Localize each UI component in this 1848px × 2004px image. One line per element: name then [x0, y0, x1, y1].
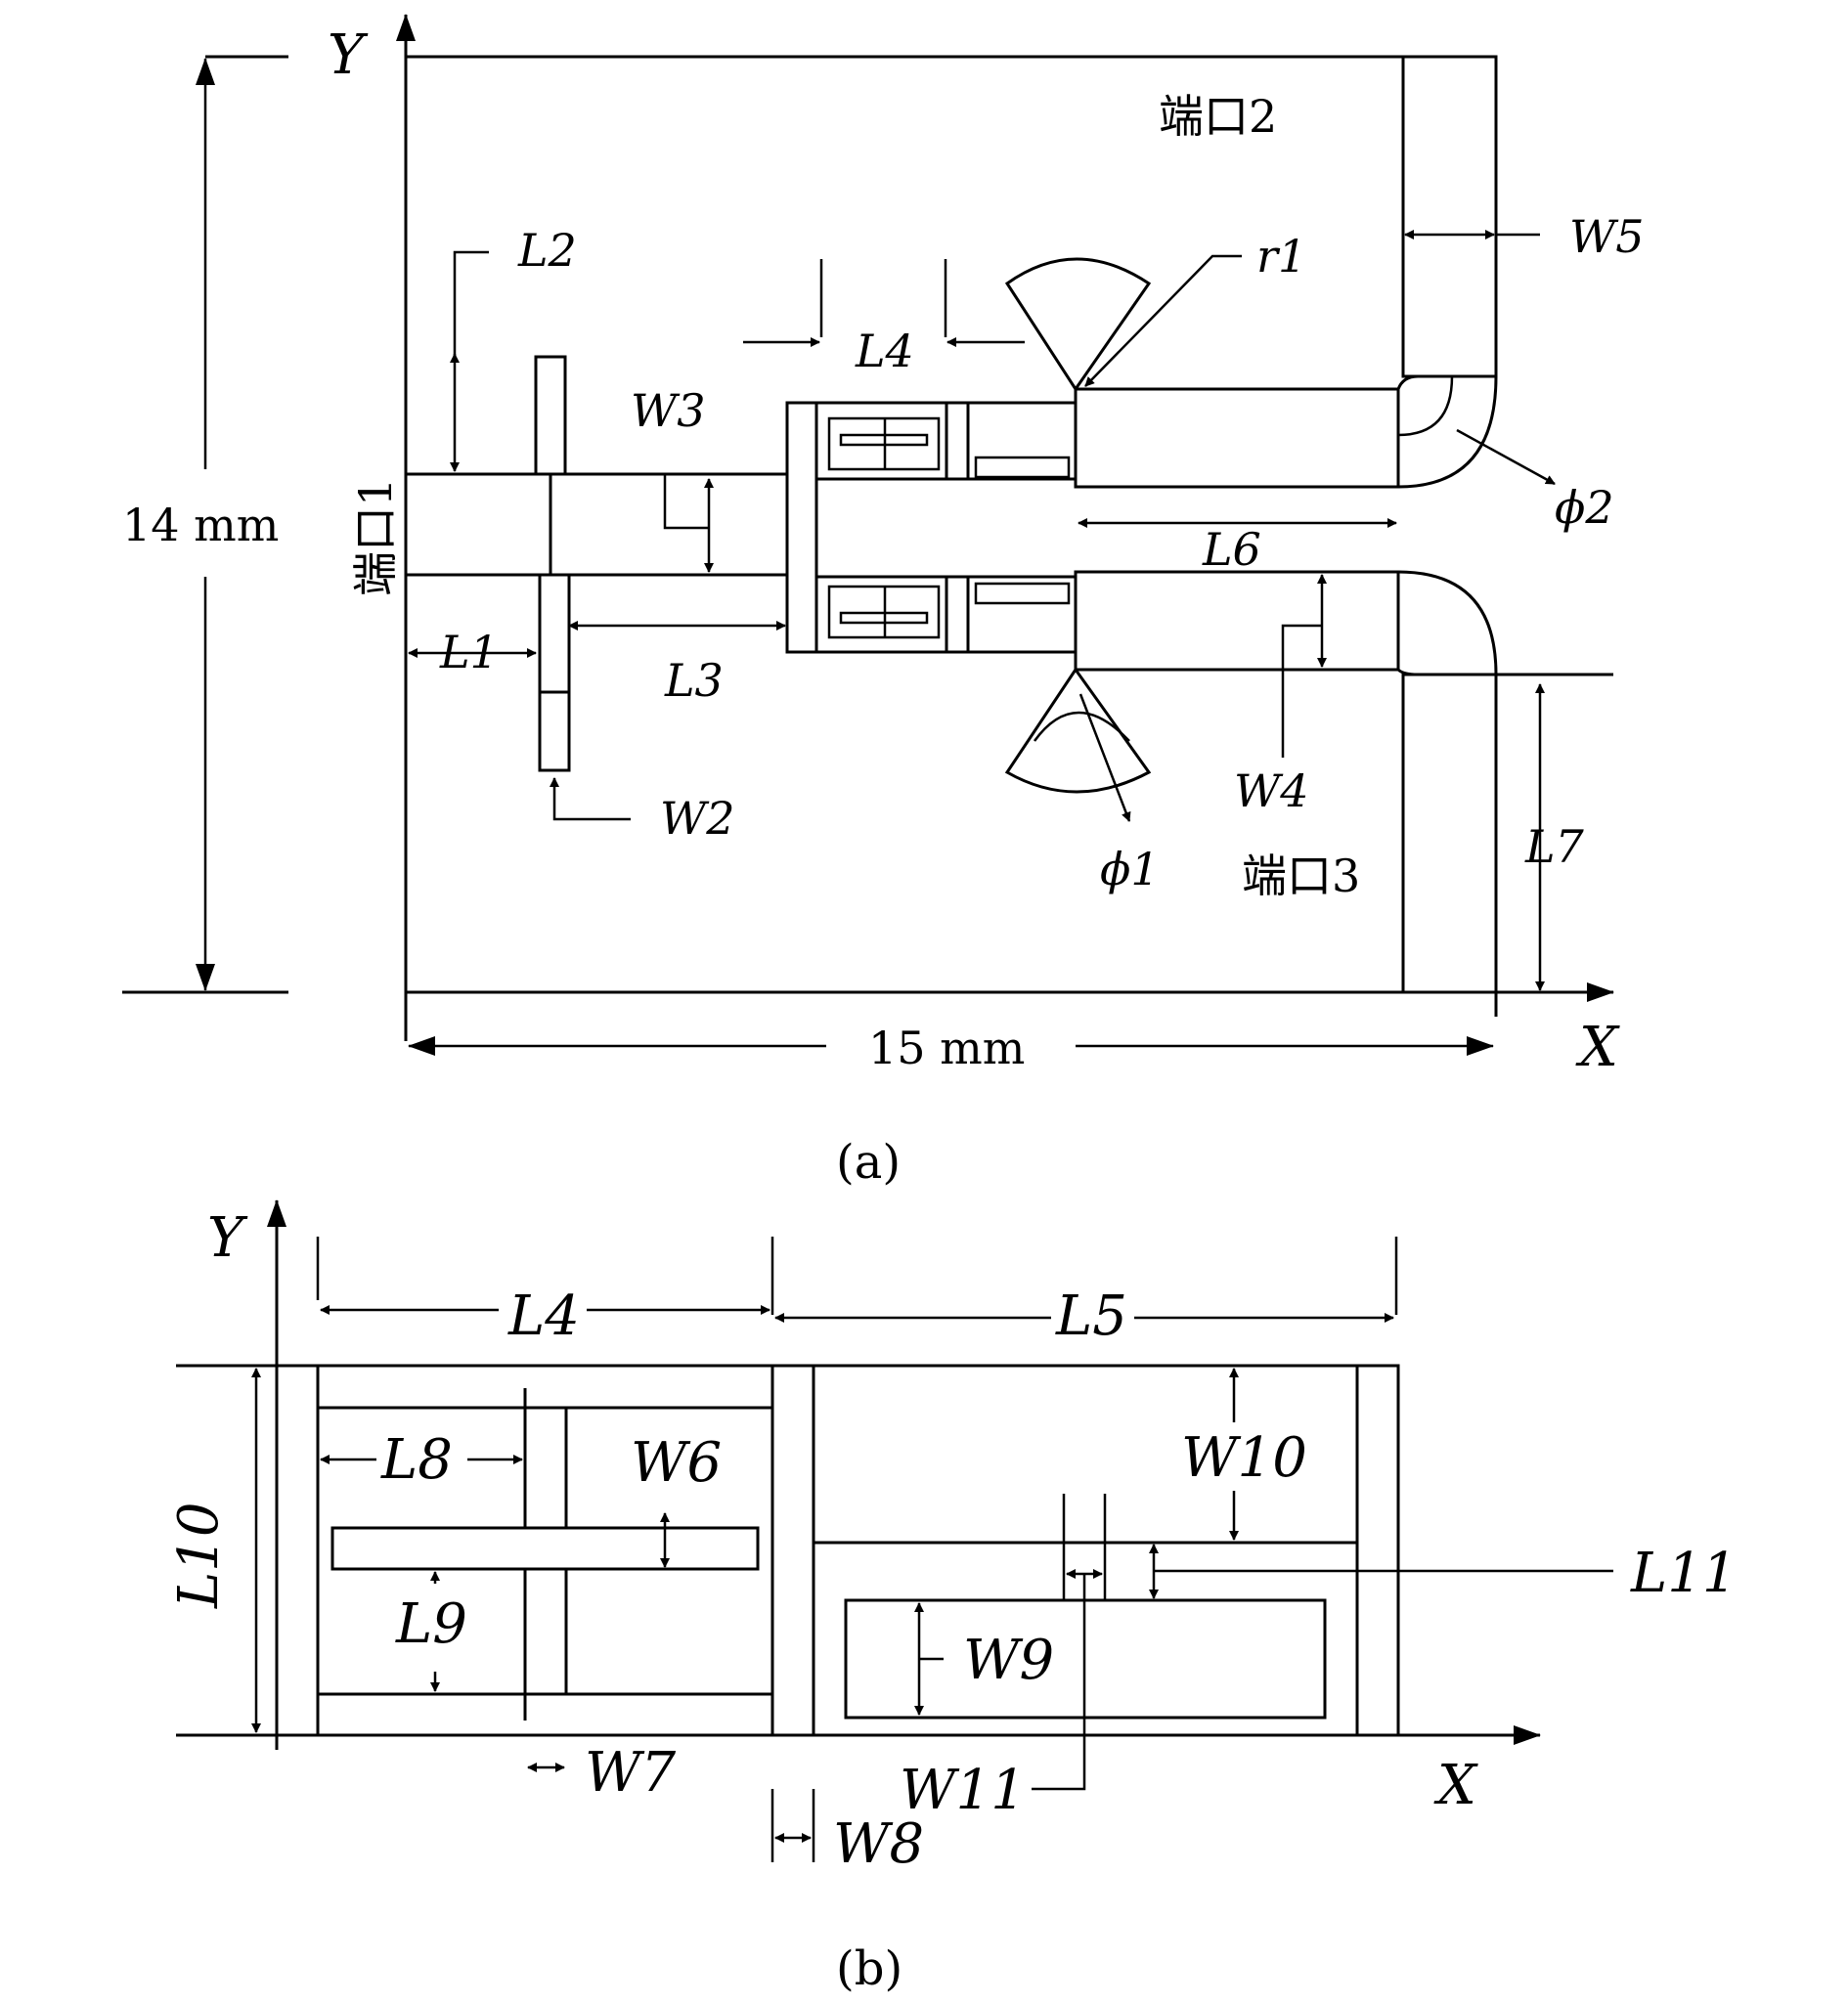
port3-feed — [1401, 673, 1498, 994]
upper-bend-arc — [1397, 375, 1498, 489]
y-axis-label-a: Y — [328, 23, 369, 87]
lower-bend-arc — [1397, 570, 1498, 675]
middle-bar — [770, 1364, 815, 1737]
upper-bend-inner-arc — [1397, 375, 1454, 437]
t-junction — [785, 401, 818, 654]
label-b-L10: L10 — [167, 1503, 231, 1609]
leader-phi1 — [1078, 693, 1131, 822]
label-b-W9: W9 — [963, 1629, 1054, 1692]
label-b-W10: W10 — [1181, 1426, 1307, 1490]
dim-W3-leader — [663, 474, 709, 530]
label-L7: L7 — [1524, 820, 1585, 873]
label-r1: r1 — [1256, 230, 1306, 283]
label-W5: W5 — [1569, 210, 1645, 263]
label-L6: L6 — [1202, 523, 1261, 576]
leader-phi2 — [1456, 428, 1556, 486]
height-dimension-label: 14 mm — [122, 499, 279, 551]
label-phi2: ϕ2 — [1555, 481, 1614, 534]
upper-bend-corner — [1396, 374, 1496, 390]
label-b-W11: W11 — [900, 1759, 1026, 1822]
upper-output-line — [1074, 387, 1400, 489]
lower-resonator-cell — [814, 575, 1078, 654]
label-phi1: ϕ1 — [1100, 843, 1160, 895]
port2-label: 端口2 — [1159, 90, 1277, 143]
label-W4: W4 — [1234, 764, 1309, 817]
left-bar — [275, 1364, 320, 1737]
label-L3: L3 — [664, 654, 724, 707]
caption-a: (a) — [836, 1135, 901, 1190]
label-b-L4: L4 — [507, 1285, 580, 1348]
x-axis-label-a: X — [1575, 1016, 1620, 1079]
caption-b: (b) — [836, 1941, 902, 1996]
right-bar — [1355, 1364, 1400, 1737]
w10-label-bg — [1178, 1422, 1296, 1491]
upper-resonator-cell — [814, 401, 1078, 481]
cross-bar — [330, 1526, 760, 1571]
leader-r1 — [1084, 254, 1242, 387]
label-L4: L4 — [855, 325, 914, 377]
label-b-W8: W8 — [833, 1812, 924, 1876]
label-b-L9: L9 — [395, 1592, 467, 1656]
dim-W4-leader — [1281, 624, 1322, 758]
lower-stub — [538, 573, 571, 772]
label-W2: W2 — [660, 792, 735, 845]
lower-radial-stub — [1004, 667, 1152, 794]
upper-radial-stub — [1004, 257, 1152, 392]
figure-a: Y X 14 mm 15 mm 端口1 端口2 端口3 — [122, 14, 1645, 1190]
label-b-W6: W6 — [631, 1431, 722, 1495]
label-b-L11: L11 — [1630, 1542, 1737, 1605]
dim-L2 — [450, 250, 489, 472]
dim-W2 — [550, 777, 631, 821]
label-b-W7: W7 — [585, 1741, 677, 1805]
lower-output-line — [1074, 570, 1400, 672]
figure-b: Y X L4 L5 L10 L8 — [167, 1199, 1737, 1996]
label-L2: L2 — [517, 224, 577, 277]
x-axis-label-b: X — [1433, 1754, 1478, 1817]
label-L1: L1 — [439, 626, 499, 678]
lower-bend-corner — [1396, 668, 1613, 676]
dim-b-W11-leader — [1032, 1574, 1086, 1791]
label-W3: W3 — [631, 384, 706, 437]
y-axis-label-b: Y — [207, 1206, 248, 1270]
port3-label: 端口3 — [1242, 850, 1360, 902]
width-dimension-label: 15 mm — [868, 1022, 1025, 1074]
upper-stub — [534, 355, 567, 476]
port1-label: 端口1 — [349, 478, 402, 596]
lower-stub-arc — [1033, 711, 1130, 742]
label-b-L5: L5 — [1055, 1285, 1127, 1348]
label-b-L8: L8 — [380, 1428, 453, 1492]
port2-feed — [1401, 55, 1498, 378]
